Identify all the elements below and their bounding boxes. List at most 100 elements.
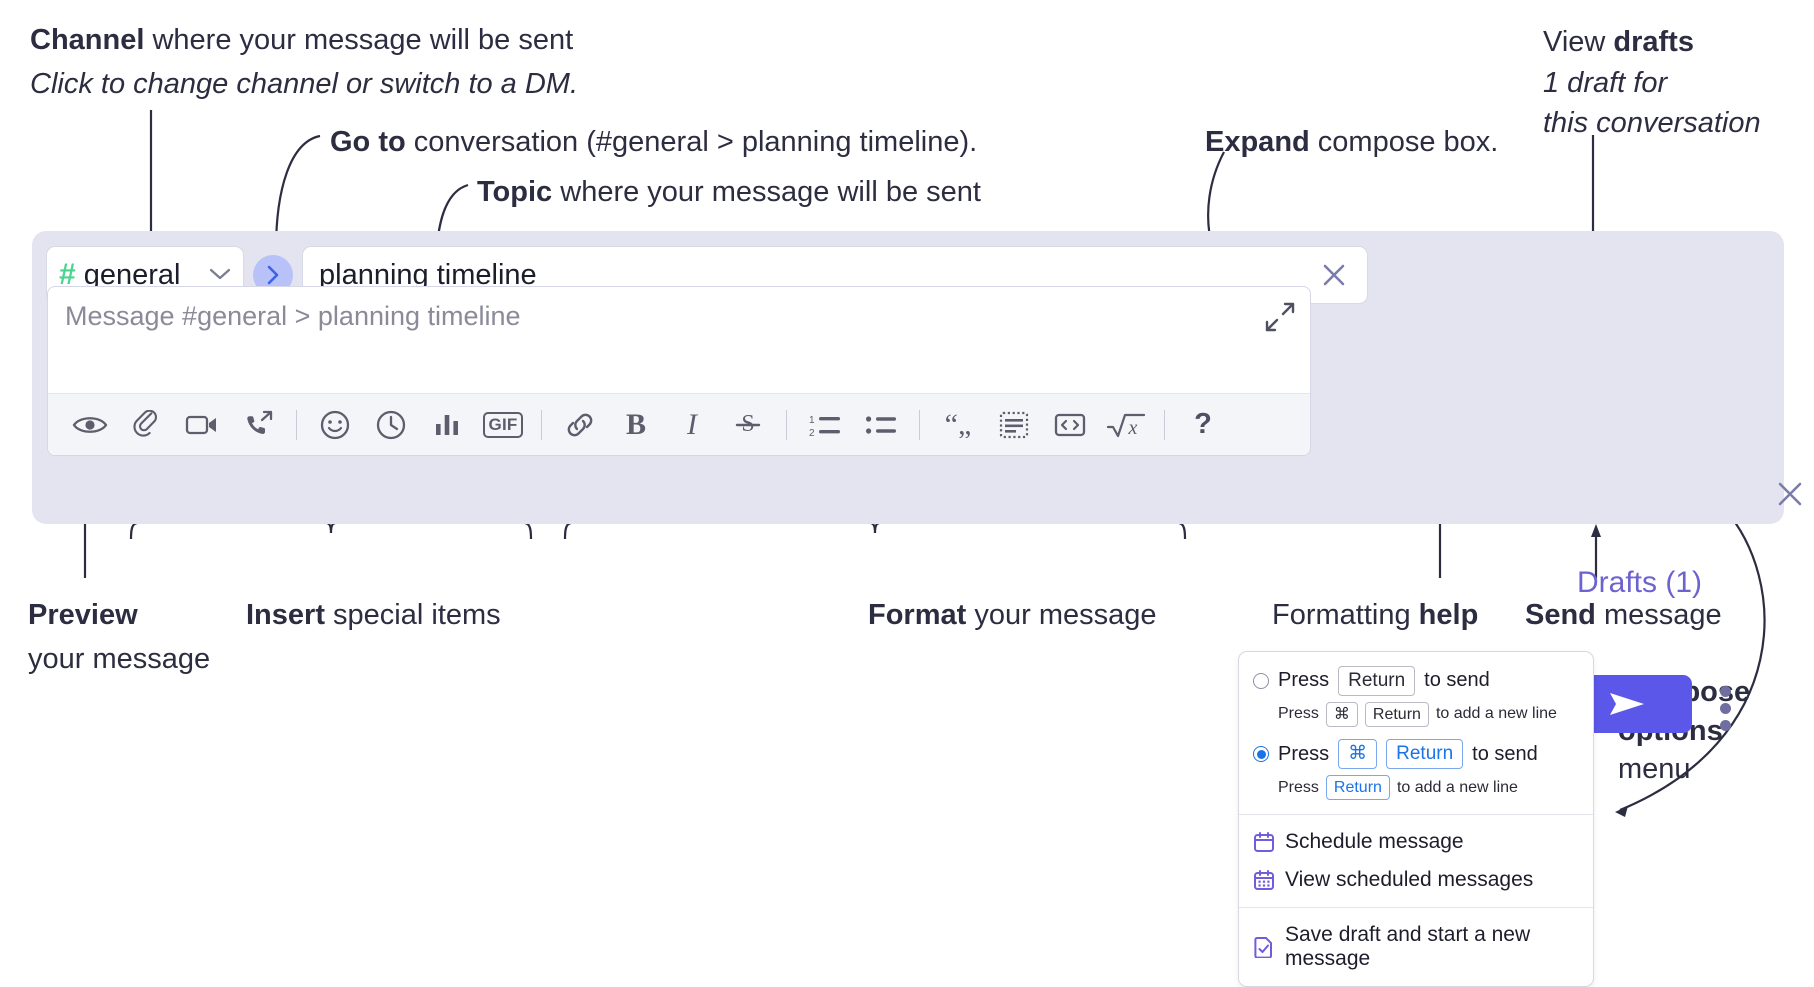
toolbar-divider (786, 409, 787, 440)
message-editor[interactable]: Message #general > planning timeline (47, 286, 1311, 456)
italic-icon[interactable]: I (664, 402, 720, 448)
annotation-insert-strong: Insert (246, 599, 325, 631)
bold-icon[interactable]: B (608, 402, 664, 448)
attachment-icon[interactable] (118, 402, 174, 448)
annotation-help-rest: Formatting (1272, 599, 1419, 631)
annotation-preview-strong: Preview (28, 599, 138, 631)
menu-item-label: View scheduled messages (1285, 868, 1534, 892)
send-options-section: Press Return to send Press ⌘ Return to a… (1239, 652, 1593, 814)
gif-icon[interactable]: GIF (475, 402, 531, 448)
option2-sub-post: to add a new line (1396, 778, 1518, 796)
radio-selected-icon[interactable] (1253, 746, 1269, 763)
compose-options-menu-button[interactable] (1720, 686, 1731, 731)
option1-sub-key-return: Return (1364, 701, 1429, 728)
strikethrough-icon[interactable]: S (720, 402, 776, 448)
annotation-expand: Expand compose box. (1205, 124, 1498, 161)
poll-icon[interactable] (419, 402, 475, 448)
save-draft-icon (1253, 936, 1275, 959)
annotation-format-rest: your message (966, 599, 1157, 631)
channel-name-label: general (83, 258, 181, 291)
kebab-dot (1720, 686, 1731, 697)
help-label: ? (1194, 408, 1212, 440)
clock-icon[interactable] (363, 402, 419, 448)
annotation-formatting-help: Formatting help (1272, 597, 1478, 634)
send-option-return-sub: Press ⌘ Return to add a new line (1239, 698, 1593, 732)
toolbar-divider (296, 409, 297, 440)
send-option-cmd-return-sub: Press Return to add a new line (1239, 771, 1593, 805)
option2-key-cmd: ⌘ (1338, 739, 1378, 769)
option1-post: to send (1424, 669, 1490, 692)
menu-item-schedule-message[interactable]: Schedule message (1239, 823, 1593, 861)
annotation-drafts-rest: View (1543, 26, 1614, 58)
formatting-toolbar: GIF B I S 12 “„ x ? (48, 393, 1310, 455)
send-arrow-icon (1610, 693, 1644, 715)
link-icon[interactable] (552, 402, 608, 448)
svg-text:2: 2 (809, 428, 815, 438)
option2-sub-pre: Press (1278, 778, 1319, 796)
blockquote-icon[interactable]: “„ (930, 402, 986, 448)
annotation-drafts-italic2: this conversation (1543, 107, 1761, 140)
menu-item-view-scheduled-messages[interactable]: View scheduled messages (1239, 861, 1593, 899)
inline-code-icon[interactable] (1042, 402, 1098, 448)
drafts-link[interactable]: Drafts (1) (1577, 566, 1703, 599)
annotation-expand-rest: compose box. (1309, 126, 1499, 158)
annotation-insert-rest: special items (324, 599, 501, 631)
clear-topic-icon[interactable] (1317, 258, 1351, 292)
chevron-down-icon (209, 263, 231, 287)
schedule-section: Schedule message View scheduled messages (1239, 814, 1593, 907)
bold-label: B (625, 407, 646, 441)
svg-text:“„: “„ (945, 412, 972, 438)
toolbar-divider (541, 409, 542, 440)
draft-section: Save draft and start a new message (1239, 907, 1593, 986)
calendar-schedule-icon (1253, 831, 1275, 853)
annotation-preview-line2: your message (28, 643, 211, 676)
option1-pre: Press (1278, 669, 1330, 692)
audio-call-icon[interactable] (230, 402, 286, 448)
italic-label: I (687, 407, 697, 441)
send-option-return[interactable]: Press Return to send (1239, 664, 1593, 698)
annotation-format: Format your message (868, 597, 1157, 634)
option1-key-return: Return (1338, 666, 1416, 696)
menu-item-label: Save draft and start a new message (1285, 923, 1531, 971)
option2-pre: Press (1278, 742, 1330, 765)
preview-icon[interactable] (62, 402, 118, 448)
menu-item-save-draft[interactable]: Save draft and start a new message (1239, 916, 1593, 978)
annotation-topic-strong: Topic (477, 176, 553, 208)
option2-sub-key-return: Return (1325, 774, 1390, 801)
bullet-list-icon[interactable] (853, 402, 909, 448)
annotation-co-line3: menu (1618, 753, 1691, 786)
expand-icon[interactable] (1264, 301, 1296, 338)
option1-sub-pre: Press (1278, 705, 1319, 723)
radio-unselected-icon[interactable] (1253, 672, 1269, 689)
code-block-icon[interactable] (986, 402, 1042, 448)
annotation-drafts: View drafts 1 draft for this conversatio… (1543, 24, 1761, 142)
compose-options-menu: Press Return to send Press ⌘ Return to a… (1238, 651, 1594, 987)
math-icon[interactable]: x (1098, 402, 1154, 448)
kebab-dot (1720, 703, 1731, 714)
annotation-goto-rest: conversation (#general > planning timeli… (405, 126, 978, 158)
send-option-cmd-return[interactable]: Press ⌘ Return to send (1239, 737, 1593, 771)
menu-item-label: Schedule message (1285, 830, 1464, 854)
formatting-help-icon[interactable]: ? (1175, 402, 1231, 448)
annotation-topic-rest: where your message will be sent (552, 176, 981, 208)
video-icon[interactable] (174, 402, 230, 448)
chevron-right-icon (267, 265, 279, 285)
annotation-topic: Topic where your message will be sent (477, 174, 981, 211)
annotation-send: Send message (1525, 597, 1722, 634)
gif-label: GIF (482, 411, 524, 438)
option1-sub-post: to add a new line (1435, 705, 1557, 723)
close-icon[interactable] (1772, 476, 1808, 517)
annotation-insert: Insert special items (246, 597, 501, 634)
svg-text:1: 1 (809, 415, 815, 426)
option2-post: to send (1472, 742, 1538, 765)
toolbar-divider (1164, 409, 1165, 440)
annotation-expand-strong: Expand (1205, 126, 1310, 158)
calendar-grid-icon (1253, 869, 1275, 891)
annotation-channel-rest: where your message will be sent (144, 24, 574, 56)
annotation-drafts-strong: drafts (1613, 26, 1694, 58)
annotation-drafts-italic1: 1 draft for (1543, 67, 1668, 100)
annotation-goto-strong: Go to (330, 126, 406, 158)
emoji-icon[interactable] (307, 402, 363, 448)
toolbar-divider (919, 409, 920, 440)
